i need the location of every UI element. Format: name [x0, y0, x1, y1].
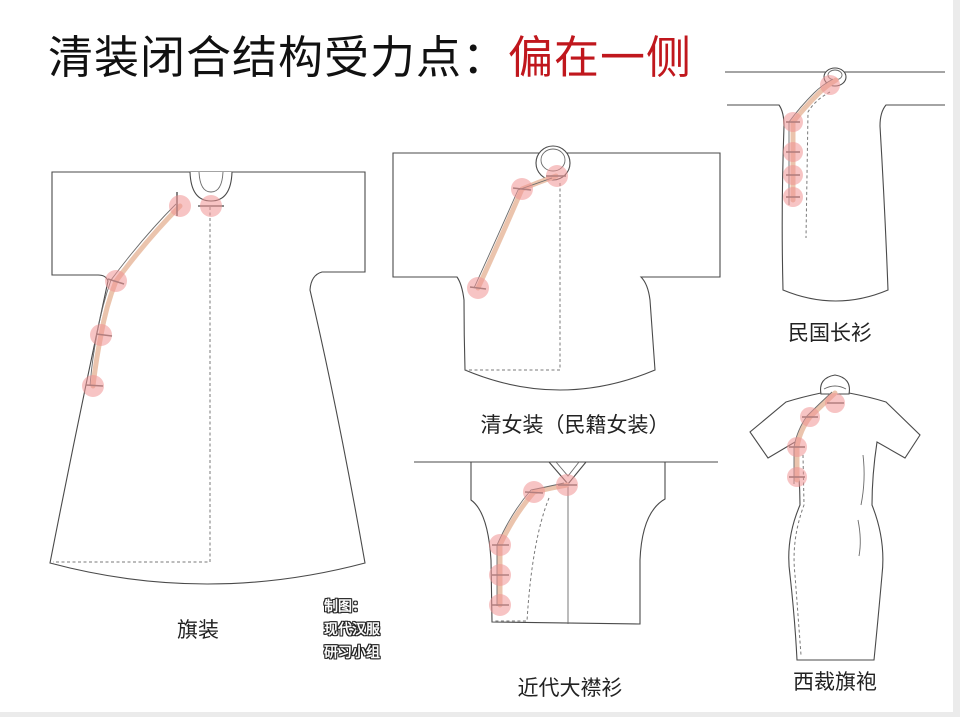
- credit-line: 制图：: [324, 599, 366, 615]
- garment-outline: [749, 392, 921, 661]
- stress-point: [82, 375, 104, 397]
- stress-point: [489, 564, 511, 586]
- stress-point: [556, 474, 578, 496]
- stress-point: [105, 270, 127, 292]
- label-modern-dajin: 近代大襟衫: [517, 676, 623, 700]
- dart-line: [860, 454, 865, 506]
- garment-minguo-changshan: [725, 67, 945, 302]
- inner-placket-line: [466, 183, 561, 371]
- collar: [820, 374, 850, 395]
- stress-points: [783, 75, 840, 207]
- garment-qizhuang: [49, 171, 366, 585]
- stress-point: [787, 437, 807, 457]
- stress-points: [467, 165, 568, 299]
- stress-points: [787, 393, 845, 487]
- stress-point: [489, 594, 511, 616]
- stress-point: [783, 112, 803, 132]
- page-title-main: 清装闭合结构受力点：: [48, 31, 509, 84]
- inner-placket-line: [53, 207, 211, 563]
- stress-point: [787, 467, 807, 487]
- opening-edge: [89, 203, 177, 387]
- inner-placket-line: [793, 454, 805, 656]
- stress-point: [523, 481, 545, 503]
- label-qing-womens: 清女装（民籍女装）: [480, 413, 670, 437]
- opening-line: [90, 203, 183, 389]
- garment-outline: [725, 71, 945, 302]
- page-title: 清装闭合结构受力点：偏在一侧: [48, 30, 692, 86]
- credit-line: 现代汉服: [324, 622, 380, 638]
- credit-block: 制图： 现代汉服 研习小组: [324, 596, 380, 665]
- garment-outline: [392, 152, 721, 391]
- garment-western-qipao: [749, 374, 921, 661]
- stress-point: [511, 178, 533, 200]
- stress-point: [820, 75, 840, 95]
- stress-point: [800, 407, 820, 427]
- dart-line: [857, 519, 861, 557]
- stress-point: [169, 195, 191, 217]
- stress-point: [546, 165, 568, 187]
- stress-point: [489, 534, 511, 556]
- stress-point: [200, 195, 222, 217]
- inner-placket-line: [805, 91, 831, 239]
- label-qizhuang: 旗装: [177, 618, 219, 642]
- garment-modern-dajin: [414, 461, 718, 625]
- collar-inner: [198, 171, 224, 193]
- stress-point: [90, 324, 112, 346]
- label-minguo-changshan: 民国长衫: [788, 321, 872, 345]
- stress-point: [825, 393, 845, 413]
- stress-point: [467, 277, 489, 299]
- page-title-accent: 偏在一侧: [508, 31, 693, 84]
- stress-point: [783, 165, 803, 185]
- stress-points: [82, 195, 222, 397]
- stress-points: [489, 474, 578, 616]
- inner-placket-line: [494, 497, 550, 622]
- collar-inner: [823, 385, 847, 390]
- label-western-qipao: 西裁旗袍: [793, 670, 877, 694]
- stress-point: [783, 187, 803, 207]
- credit-line: 研习小组: [324, 645, 380, 661]
- garment-outline: [49, 171, 366, 585]
- stress-point: [783, 142, 803, 162]
- garment-qing-womens: [392, 145, 721, 391]
